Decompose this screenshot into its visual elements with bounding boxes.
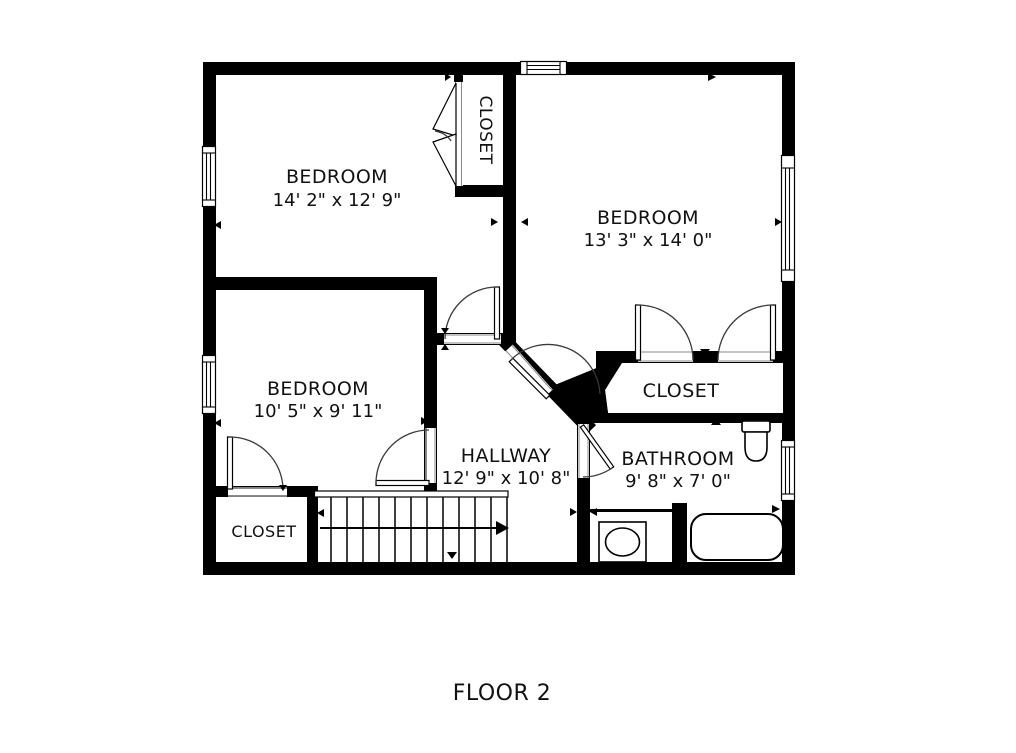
stairs	[313, 490, 509, 562]
hallway-dims: 12' 9" x 10' 8"	[442, 468, 571, 489]
bathroom-dims: 9' 8" x 7' 0"	[625, 471, 731, 492]
door-closet-lower-left	[226, 436, 284, 490]
bedroom-top-left-name: BEDROOM	[286, 166, 388, 188]
door-bathroom	[579, 423, 615, 478]
door-bedroom3-hallway	[375, 429, 430, 487]
bedroom-bottom-left-dims: 10' 5" x 9' 11"	[254, 401, 383, 422]
toilet-fixture	[741, 420, 771, 462]
window-right-bathroom	[780, 439, 796, 502]
bathroom-name: BATHROOM	[621, 448, 734, 470]
bedroom-top-right-name: BEDROOM	[597, 207, 699, 229]
stairs-direction-arrow	[496, 521, 509, 535]
sink-vanity-fixture	[598, 521, 647, 563]
bathtub-fixture	[690, 513, 784, 561]
bifold-door-upper-closet	[432, 82, 457, 187]
closet-right-label: CLOSET	[643, 380, 720, 402]
direction-markers	[214, 73, 782, 516]
closet-lower-left-label: CLOSET	[231, 522, 296, 541]
floor-title: FLOOR 2	[453, 681, 552, 706]
closet-upper-middle-label: CLOSET	[475, 95, 495, 164]
hallway-name: HALLWAY	[461, 445, 551, 467]
window-left-lower	[201, 354, 217, 415]
window-left-upper	[201, 145, 217, 208]
bedroom-top-right-dims: 13' 3" x 14' 0"	[584, 230, 713, 251]
bedroom-bottom-left-name: BEDROOM	[267, 378, 369, 400]
diagonal-wall-wedge	[545, 351, 638, 428]
door-hallway-bedroom2-diagonal	[508, 343, 601, 400]
window-top	[519, 60, 568, 76]
door-closet-right-left-leaf	[634, 304, 694, 361]
room-labels: BEDROOM 14' 2" x 12' 9" BEDROOM 13' 3" x…	[231, 95, 734, 541]
door-closet-right-right-leaf	[717, 304, 777, 361]
window-right-upper	[780, 154, 796, 283]
bedroom-top-left-dims: 14' 2" x 12' 9"	[273, 190, 402, 211]
